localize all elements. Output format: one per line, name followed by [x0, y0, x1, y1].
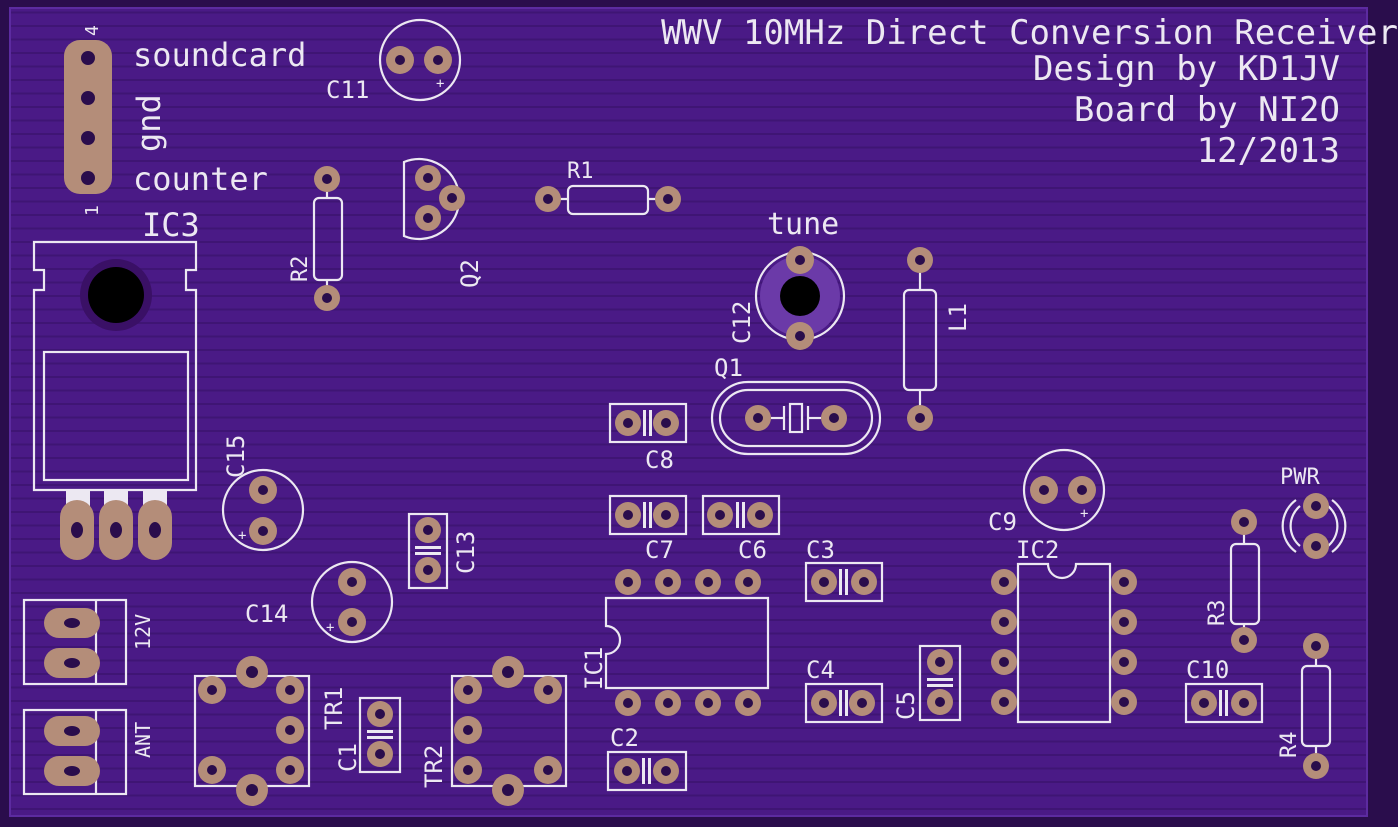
r2-resistor: R2: [288, 166, 344, 311]
c1-capacitor: C1: [334, 696, 402, 774]
q2-label: Q2: [456, 259, 484, 288]
q1-crystal: Q1: [710, 354, 882, 456]
c10-capacitor: C10: [1184, 656, 1264, 724]
c5-capacitor: C5: [892, 644, 962, 722]
pwr-label: PWR: [1280, 465, 1320, 490]
c15-capacitor: + C15: [221, 435, 305, 552]
c11-label: C11: [326, 76, 369, 104]
c12-label: C12: [728, 301, 756, 344]
soundcard-label: soundcard: [133, 36, 306, 74]
header-connector: 4 1 soundcard gnd counter: [64, 25, 306, 216]
counter-label: counter: [133, 160, 268, 198]
ant-label: ANT: [131, 722, 155, 758]
header-pin4-label: 4: [82, 25, 103, 36]
title-line-4: 12/2013: [1197, 131, 1340, 171]
c11-capacitor: + C11: [326, 18, 462, 104]
q1-label: Q1: [714, 354, 743, 382]
tr1-label: TR1: [320, 687, 348, 730]
title-line-1: WWV 10MHz Direct Conversion Receiver: [661, 13, 1398, 53]
antenna-connector: ANT: [22, 708, 155, 796]
r4-resistor: R4: [1277, 633, 1332, 779]
q2-transistor: Q2: [402, 157, 484, 288]
ic1-dip8: IC1: [580, 569, 770, 716]
c2-capacitor: C2: [606, 724, 688, 792]
c10-label: C10: [1186, 656, 1229, 684]
l1-label: L1: [944, 303, 972, 332]
c4-capacitor: C4: [804, 656, 884, 724]
title-line-2: Design by KD1JV: [1033, 49, 1340, 89]
ic3-label: IC3: [142, 206, 200, 244]
l1-inductor: L1: [902, 247, 972, 431]
r3-label: R3: [1205, 600, 1230, 627]
ic1-label: IC1: [580, 647, 608, 690]
c13-capacitor: C13: [407, 512, 480, 590]
tr2-label: TR2: [420, 745, 448, 788]
c8-capacitor: C8: [608, 402, 688, 474]
ic3-regulator: IC3: [32, 206, 200, 560]
c9-plus: +: [1080, 506, 1088, 522]
c15-plus: +: [238, 528, 246, 544]
r4-label: R4: [1277, 732, 1302, 759]
c3-label: C3: [806, 536, 835, 564]
c6-label: C6: [738, 536, 767, 564]
tune-label: tune: [767, 207, 839, 242]
pwr-led: PWR: [1280, 465, 1347, 559]
tr1-transformer: TR1: [193, 656, 348, 806]
r1-resistor: R1: [535, 159, 681, 216]
title-line-3: Board by NI2O: [1074, 90, 1340, 130]
ic2-dip8: IC2: [991, 536, 1137, 724]
c14-label: C14: [245, 600, 288, 628]
title-block: WWV 10MHz Direct Conversion Receiver Des…: [661, 13, 1398, 171]
12v-label: 12V: [131, 614, 155, 650]
r2-label: R2: [288, 256, 313, 283]
c12-trimmer: tune C12: [728, 207, 846, 350]
gnd-label: gnd: [130, 94, 168, 152]
c9-label: C9: [988, 508, 1017, 536]
c3-capacitor: C3: [804, 536, 884, 603]
c14-plus: +: [326, 620, 334, 636]
c5-label: C5: [892, 691, 920, 720]
c4-label: C4: [806, 656, 835, 684]
c13-label: C13: [452, 531, 480, 574]
c8-label: C8: [645, 446, 674, 474]
c14-capacitor: + C14: [245, 560, 394, 644]
c6-capacitor: C6: [701, 494, 781, 564]
c7-capacitor: C7: [608, 494, 688, 564]
power-connector-12v: 12V: [22, 598, 155, 686]
c2-label: C2: [610, 724, 639, 752]
board-substrate: [10, 8, 1367, 816]
c7-label: C7: [645, 536, 674, 564]
board-outline: [9, 7, 1368, 817]
ic2-label: IC2: [1016, 536, 1059, 564]
r3-resistor: R3: [1205, 509, 1261, 653]
c11-plus: +: [436, 76, 444, 92]
c9-capacitor: + C9: [988, 448, 1106, 536]
header-pin1-label: 1: [82, 205, 103, 216]
c15-label: C15: [222, 435, 250, 478]
c1-label: C1: [334, 743, 362, 772]
r1-label: R1: [567, 159, 594, 184]
tr2-transformer: TR2: [420, 656, 568, 806]
